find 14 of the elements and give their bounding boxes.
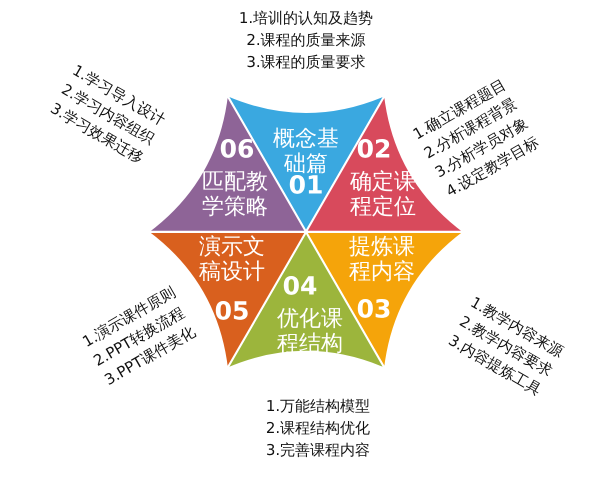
topic-item: 3.课程的质量要求 — [246, 52, 366, 73]
segment-number: 04 — [282, 272, 318, 302]
topic-item: 2.课程的质量来源 — [246, 30, 366, 51]
segment-number: 05 — [214, 298, 250, 326]
segment-title: 演示文稿设计 — [198, 234, 266, 286]
segment-title: 匹配教学策略 — [201, 170, 269, 220]
topic-item: 1.培训的认知及趋势 — [238, 8, 374, 29]
topic-item: 1.万能结构模型 — [266, 396, 370, 417]
segment-title: 提炼课程内容 — [348, 234, 416, 286]
segment-number: 06 — [220, 136, 254, 164]
topic-item: 3.完善课程内容 — [266, 440, 370, 461]
segment-number: 03 — [356, 296, 392, 324]
topic-item: 2.课程结构优化 — [266, 418, 370, 439]
segment-number: 02 — [356, 136, 392, 164]
